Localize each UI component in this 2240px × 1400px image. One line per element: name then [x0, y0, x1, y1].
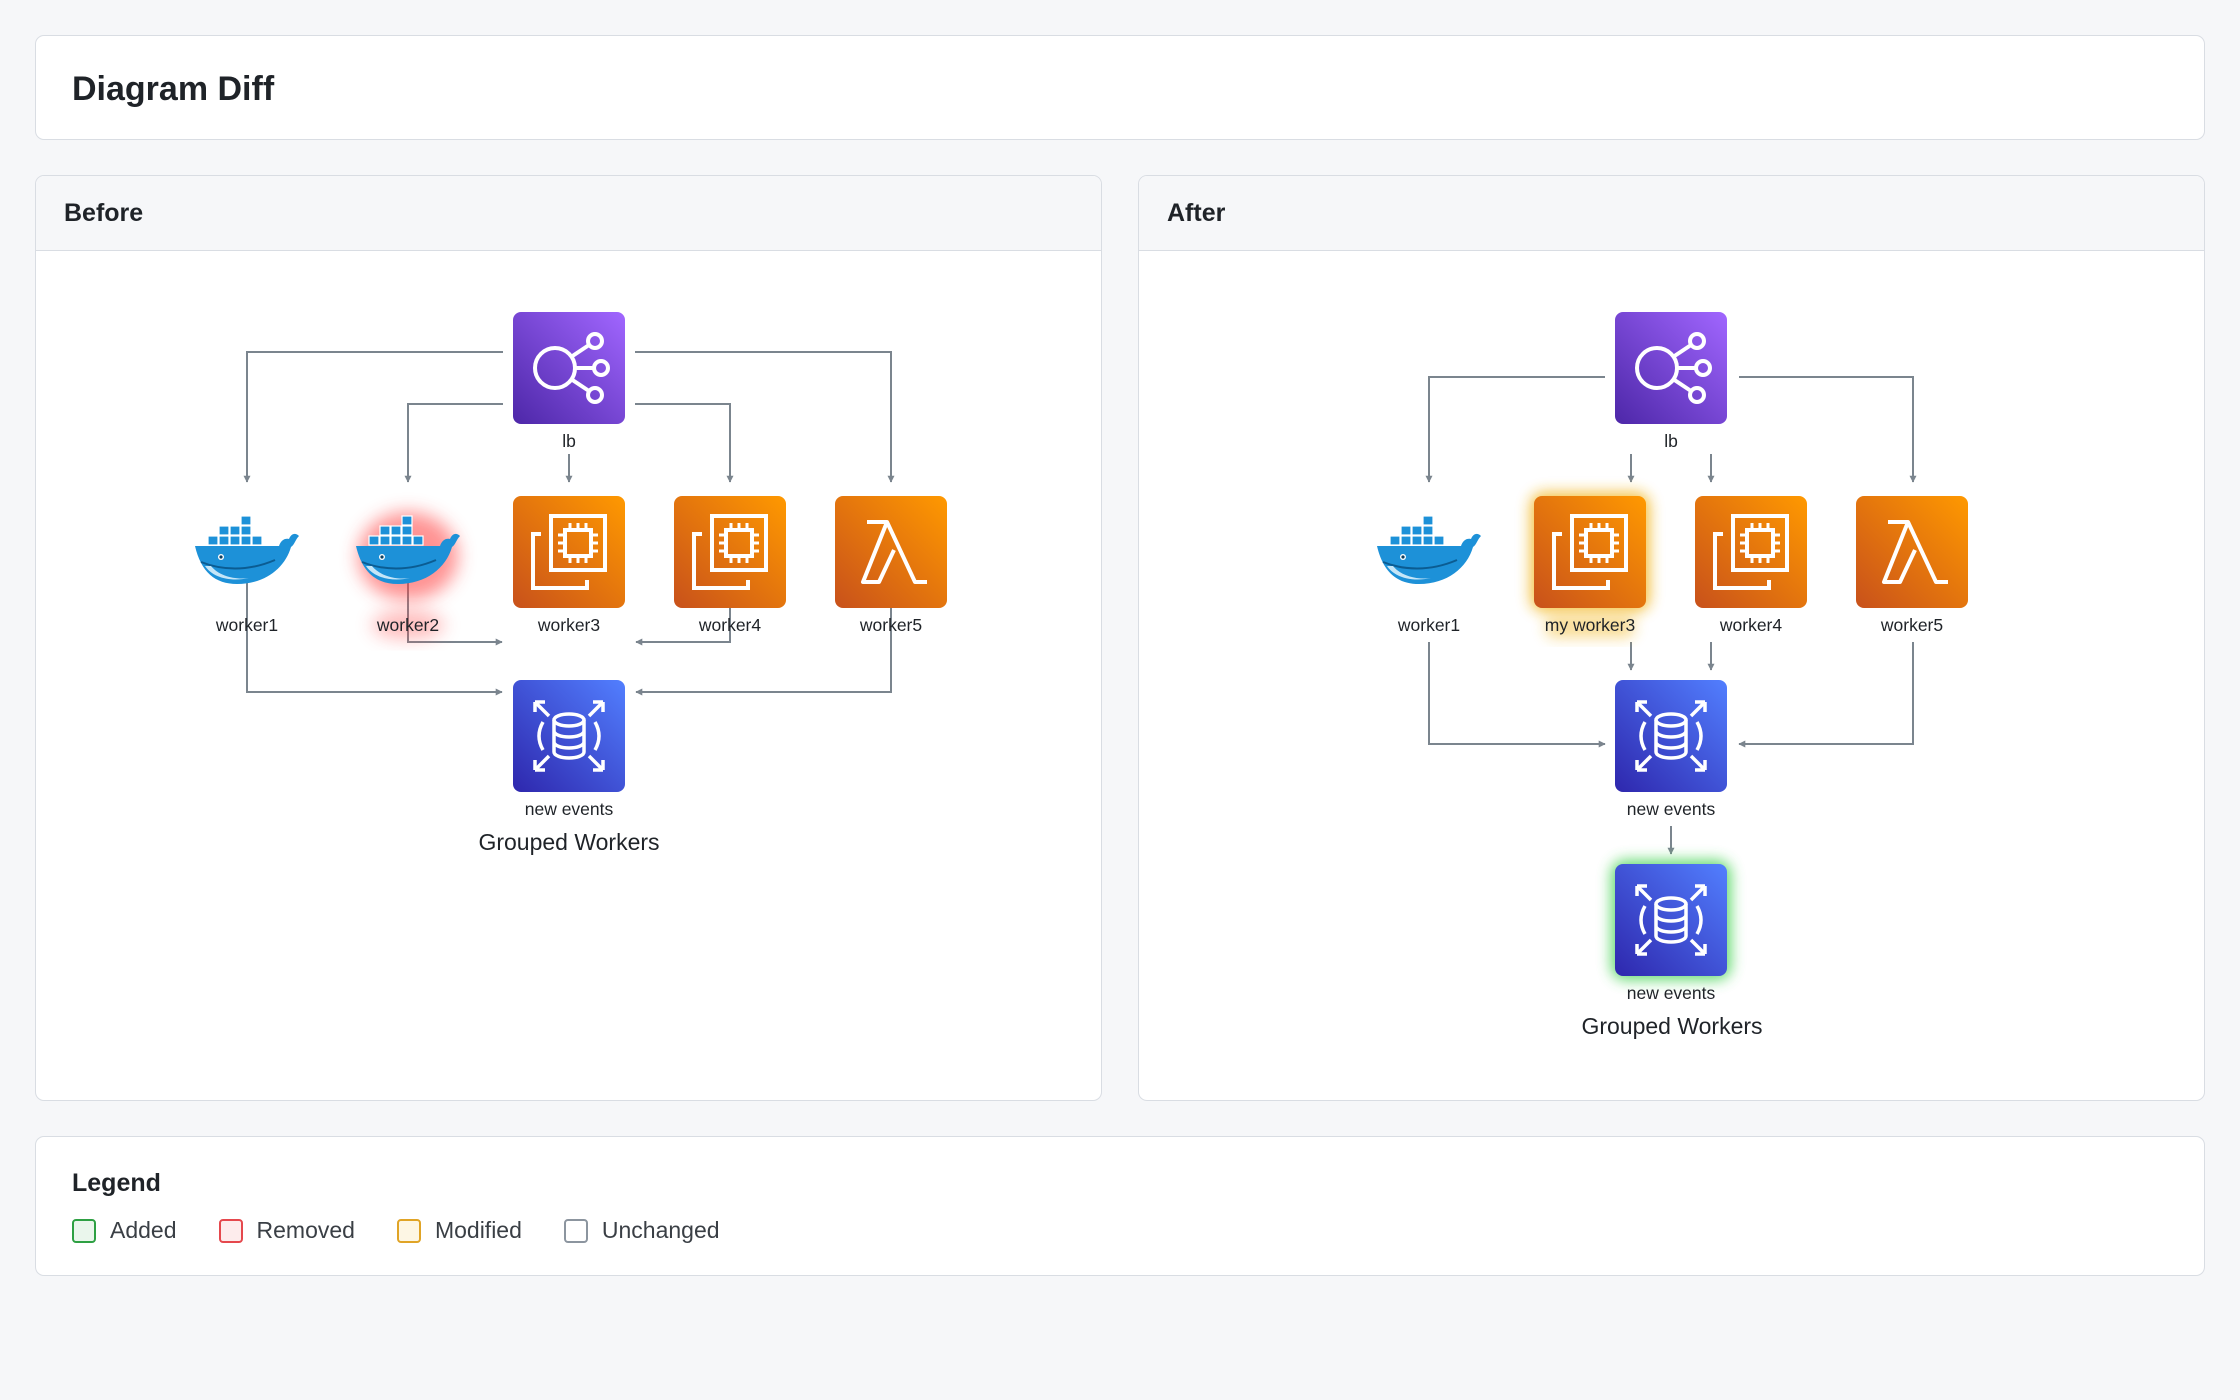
before-node-worker3[interactable]: worker3 [513, 496, 625, 635]
modified-label-highlight [1545, 616, 1635, 638]
after-node-events2-label: new events [1627, 983, 1716, 1003]
before-node-events[interactable]: new events [513, 680, 625, 819]
before-panel: Before lb worker1 worker2 [35, 175, 1102, 1101]
after-node-worker3[interactable]: my worker3 [1530, 492, 1650, 638]
legend-item-modified: Modified [396, 1217, 522, 1244]
after-group-label: Grouped Workers [1581, 1013, 1762, 1039]
after-node-worker5-label: worker5 [1880, 615, 1943, 635]
after-edge-worker5-events [1738, 642, 1914, 748]
lambda-icon [835, 496, 947, 608]
database-icon [513, 680, 625, 792]
before-diagram: lb worker1 worker2 worker3 worker4 worke… [194, 312, 947, 855]
after-diagram: lb worker1 my worker3 worker4 worker5 ne… [1376, 312, 1968, 1039]
after-node-lb[interactable]: lb [1615, 312, 1727, 451]
legend-label-removed: Removed [256, 1217, 355, 1243]
legend-item-added: Added [72, 1217, 177, 1244]
legend-item-removed: Removed [218, 1217, 355, 1244]
removed-label-highlight [372, 611, 444, 639]
legend-label-added: Added [110, 1217, 177, 1243]
after-node-lb-label: lb [1664, 431, 1678, 451]
before-edge-lb-worker5 [635, 351, 895, 483]
before-node-worker4[interactable]: worker4 [674, 496, 786, 635]
database-icon [1615, 864, 1727, 976]
legend-swatch-removed [218, 1218, 243, 1243]
legend-item-unchanged: Unchanged [563, 1217, 720, 1244]
legend-swatch-modified [396, 1218, 421, 1243]
ec2-instance-icon [674, 496, 786, 608]
before-node-worker1[interactable]: worker1 [194, 515, 300, 635]
load-balancer-icon [1615, 312, 1727, 424]
after-edge-worker1-events [1428, 642, 1606, 748]
legend-label-unchanged: Unchanged [601, 1217, 720, 1243]
after-node-worker1[interactable]: worker1 [1376, 515, 1482, 635]
ec2-instance-icon [1534, 496, 1646, 608]
before-edge-lb-worker4 [635, 403, 734, 483]
ec2-instance-icon [513, 496, 625, 608]
after-panel-title: After [1167, 199, 1226, 227]
before-node-worker5-label: worker5 [859, 615, 922, 635]
page-title: Diagram Diff [72, 70, 275, 108]
after-node-worker5[interactable]: worker5 [1856, 496, 1968, 635]
before-node-worker2[interactable]: worker2 [355, 512, 461, 639]
before-panel-title: Before [64, 199, 144, 227]
legend-label-modified: Modified [434, 1217, 522, 1243]
before-node-worker4-label: worker4 [698, 615, 762, 635]
after-panel-header: After [1139, 176, 2204, 251]
lambda-icon [1856, 496, 1968, 608]
before-edge-lb-worker2 [404, 403, 503, 483]
after-node-worker4[interactable]: worker4 [1695, 496, 1807, 635]
ec2-instance-icon [1695, 496, 1807, 608]
header-card: Diagram Diff [35, 35, 2205, 140]
after-node-events[interactable]: new events [1615, 680, 1727, 819]
docker-whale-icon [1376, 515, 1482, 585]
after-node-worker3-label: my worker3 [1545, 615, 1635, 635]
after-node-worker1-label: worker1 [1397, 615, 1460, 635]
before-group-label: Grouped Workers [478, 829, 659, 855]
before-node-lb[interactable]: lb [513, 312, 625, 451]
after-node-events2[interactable]: new events [1611, 860, 1731, 1003]
before-node-worker5[interactable]: worker5 [835, 496, 947, 635]
before-node-worker1-label: worker1 [215, 615, 278, 635]
before-edge-worker1-events [246, 562, 503, 696]
legend-swatch-unchanged [563, 1218, 588, 1243]
after-panel: After lb worker1 my worker3 [1138, 175, 2205, 1101]
before-node-events-label: new events [525, 799, 614, 819]
load-balancer-icon [513, 312, 625, 424]
legend-card: Legend Added Removed Modified Unchanged [35, 1136, 2205, 1276]
after-node-worker4-label: worker4 [1719, 615, 1783, 635]
before-edge-lb-worker1 [243, 351, 503, 483]
before-node-worker3-label: worker3 [537, 615, 600, 635]
legend-items: Added Removed Modified Unchanged [72, 1217, 762, 1244]
after-edge-lb-worker1 [1425, 376, 1605, 483]
before-node-worker2-label: worker2 [376, 615, 439, 635]
legend-title: Legend [72, 1169, 161, 1197]
legend-swatch-added [72, 1218, 96, 1243]
after-node-events-label: new events [1627, 799, 1716, 819]
before-panel-header: Before [36, 176, 1101, 251]
after-edge-lb-worker5 [1739, 376, 1917, 483]
docker-whale-icon [194, 515, 300, 585]
before-node-lb-label: lb [562, 431, 576, 451]
database-icon [1615, 680, 1727, 792]
